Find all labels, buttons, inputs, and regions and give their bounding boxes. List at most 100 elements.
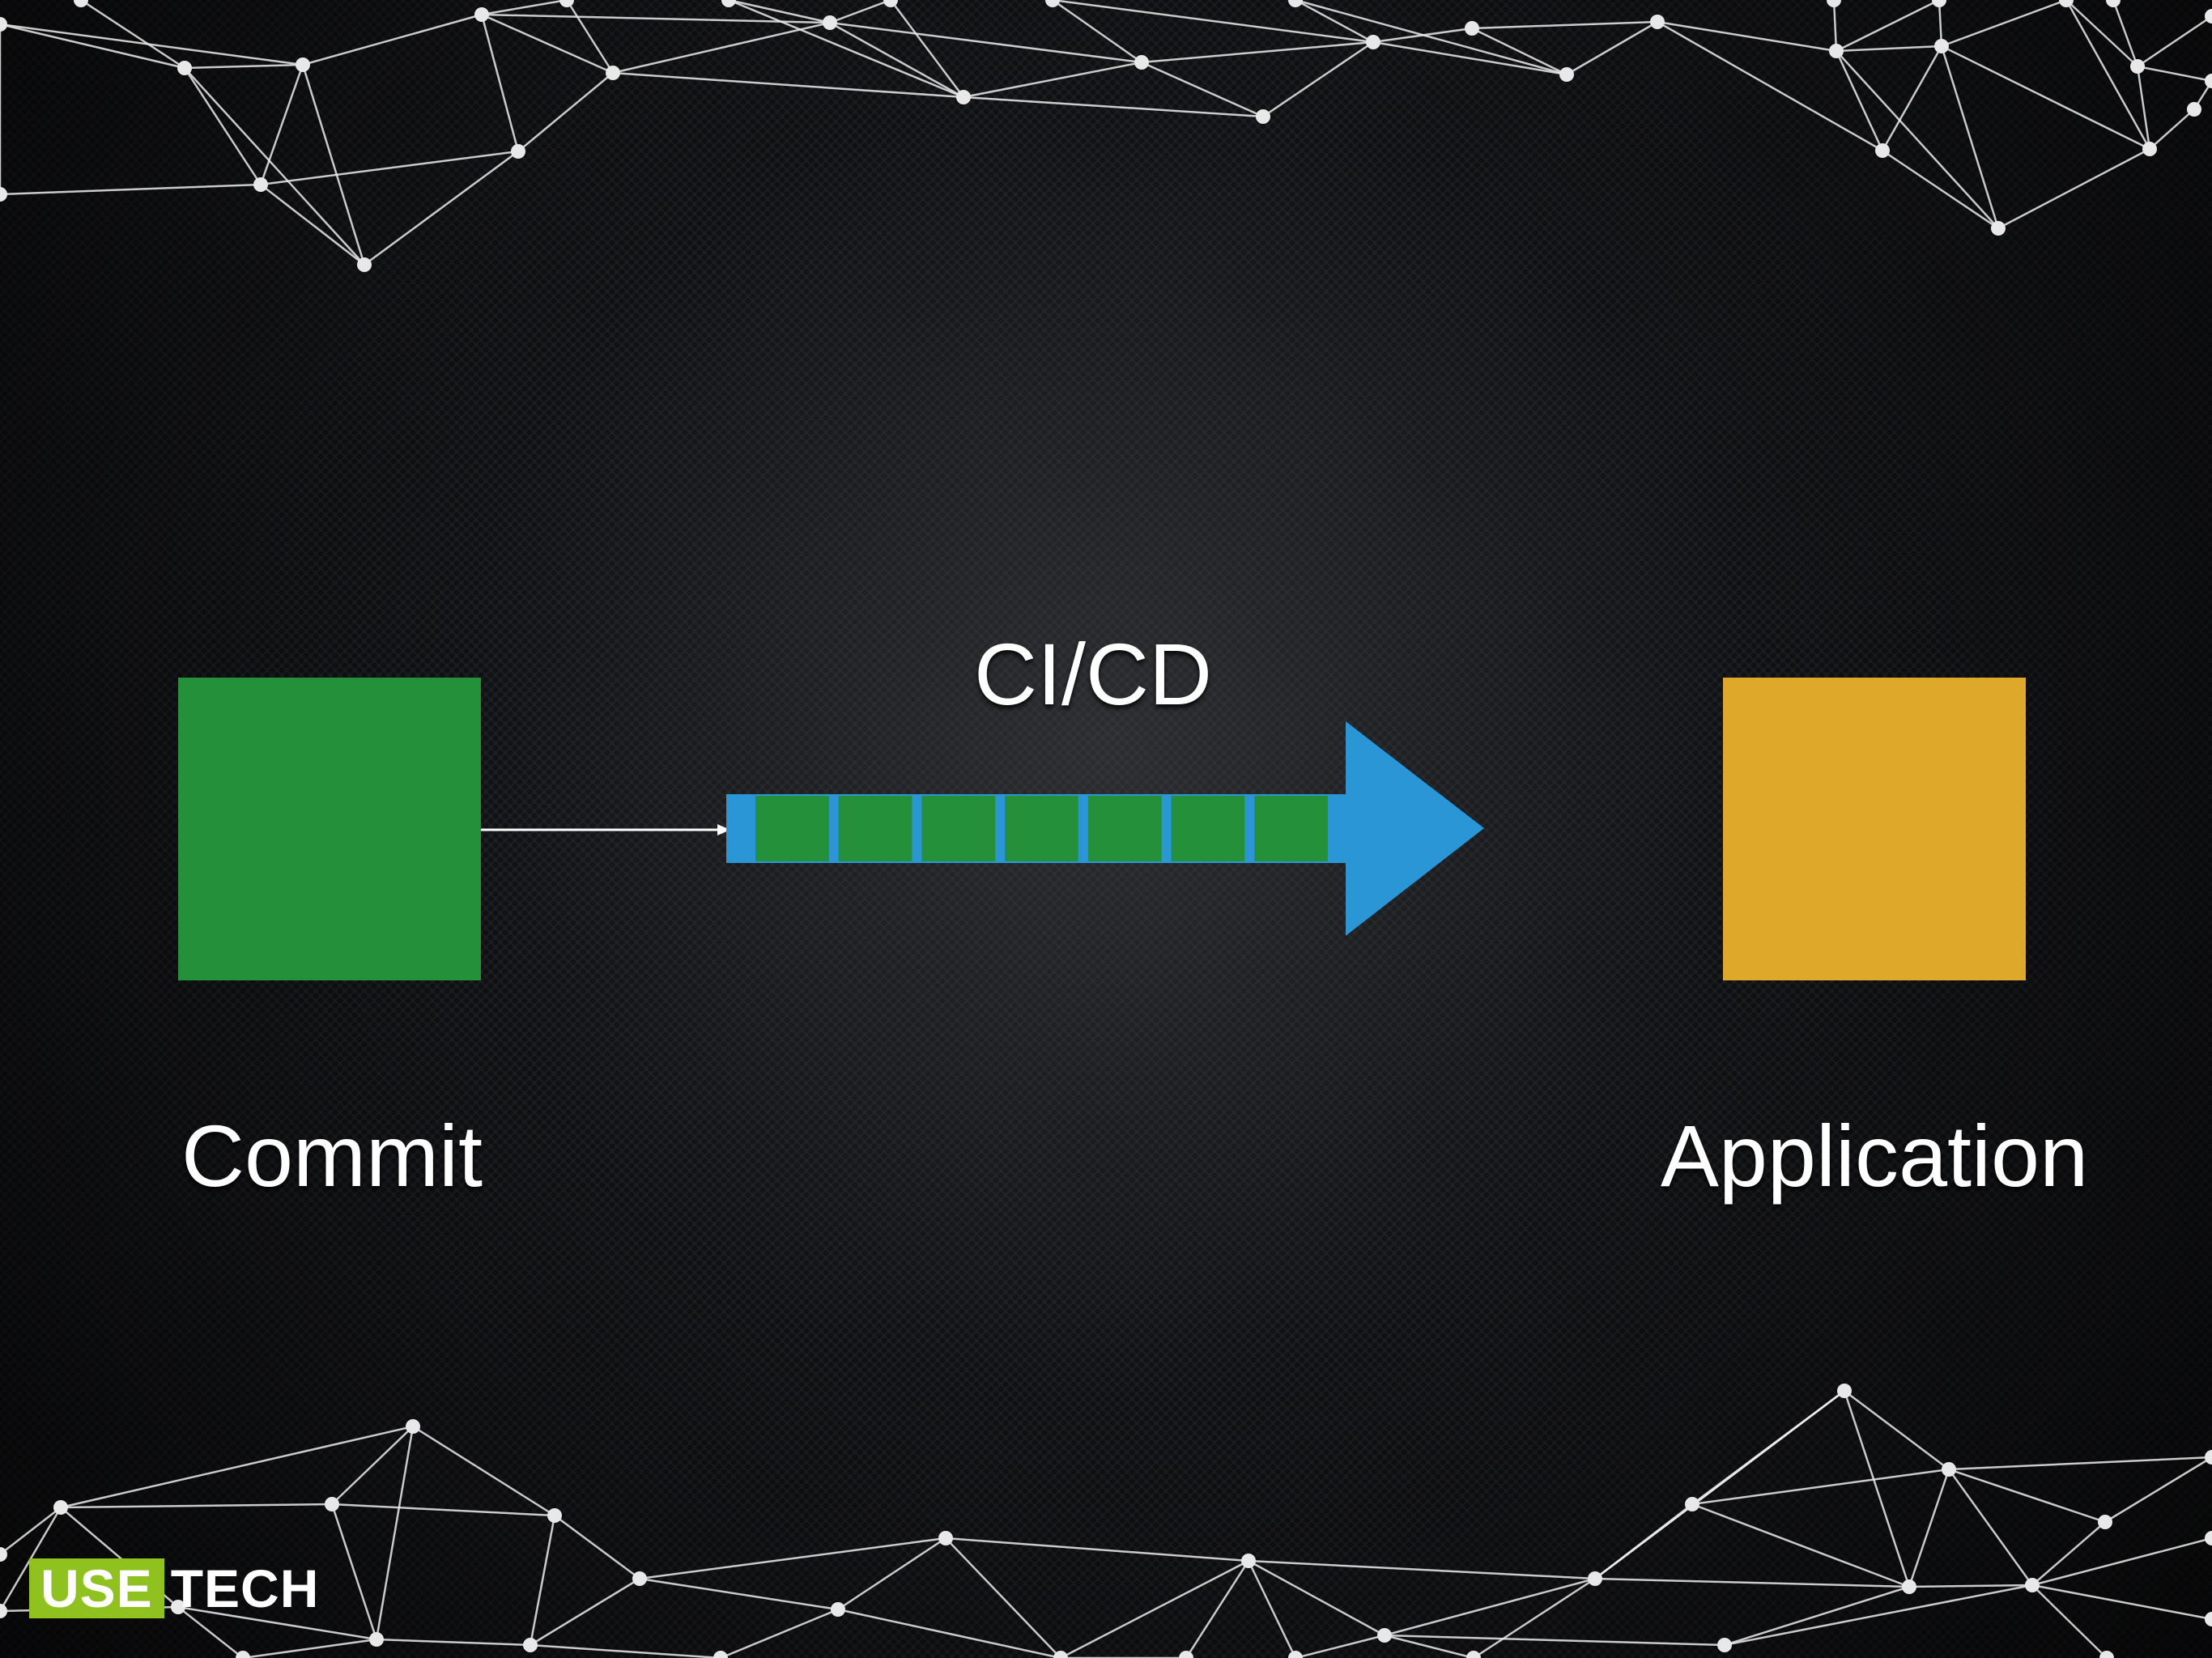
pipeline-stage [755,796,829,861]
network-line [302,13,483,66]
network-node [2098,1515,2112,1529]
network-decoration-top [0,0,2212,272]
network-line [177,1605,377,1641]
network-line [1997,147,2150,230]
network-line [1657,20,1883,152]
network-line [1836,50,1999,229]
network-line [412,1425,555,1517]
network-line [639,1577,839,1611]
network-node [956,90,971,104]
diagram-title: CI/CD [974,625,1212,723]
network-node [2187,102,2201,117]
network-line [612,21,831,74]
network-node [0,1604,7,1618]
network-line [60,1425,414,1509]
network-line [612,71,964,99]
network-line [1941,45,2150,151]
network-node [0,1547,7,1562]
network-line [1384,1634,1725,1647]
network-line [517,72,614,152]
network-node [2205,1531,2212,1545]
network-line [1881,45,1943,151]
network-line [1843,1390,1911,1588]
network-line [1052,0,1142,64]
network-line [1941,0,2067,48]
network-node [1932,0,1946,7]
network-line [529,1515,556,1646]
network-line [639,1537,946,1580]
network-line [1471,20,1658,30]
network-node [523,1638,538,1652]
network-line [1247,1560,1297,1658]
pipeline-stage [838,796,912,861]
network-line [0,23,304,66]
network-node [369,1632,384,1647]
network-node [1559,67,1574,82]
pipeline-stage [1005,796,1078,861]
network-node [2130,59,2145,74]
network-line [1141,40,1374,64]
network-node [1377,1628,1392,1643]
network-line [963,61,1142,99]
network-node [2025,1578,2040,1592]
network-line [565,0,615,74]
network-node [296,57,310,72]
network-line [2065,0,2138,67]
network-line [1141,61,1264,118]
network-node [559,0,574,7]
network-line [1724,1585,1910,1647]
network-line [829,21,1142,64]
network-line [728,0,964,99]
network-line [720,1608,839,1658]
logo-tech-part: TECH [170,1558,320,1618]
network-line [1295,1634,1385,1658]
network-line [260,150,519,186]
network-node [53,1500,68,1515]
network-node [2205,1612,2212,1626]
network-line [242,1638,377,1658]
network-line [259,64,304,185]
network-node [1045,0,1060,7]
network-line [1262,40,1374,118]
network-line [1060,1559,1249,1658]
network-line [963,96,1264,118]
network-line [1295,0,1374,44]
network-line [1566,20,1658,76]
network-node [406,1419,420,1434]
network-line [1295,0,1568,76]
network-line [376,1638,531,1647]
network-line [1724,1584,2033,1647]
network-line [530,1577,640,1647]
network-line [1248,1559,1596,1580]
network-node [1588,1571,1602,1586]
network-line [890,0,964,98]
network-node [1991,221,2006,236]
network-node [2059,0,2074,7]
network-node [1685,1497,1699,1511]
network-line [2112,0,2139,67]
network-node [1829,44,1844,58]
network-line [945,1537,1249,1562]
network-node [1837,1384,1852,1398]
network-line [0,1507,62,1555]
network-line [1384,1577,1596,1637]
connector-arrowhead [717,824,730,835]
network-node [1942,1462,1956,1477]
network-node [1465,21,1479,36]
pipeline-stage [921,796,996,861]
commit-box [178,678,481,980]
network-line [0,23,185,70]
network-node [2099,1651,2114,1658]
network-line [481,13,831,24]
network-node [511,144,525,159]
network-node [606,66,620,80]
network-node [831,1602,845,1617]
network-line [2137,15,2212,68]
network-node [0,17,7,32]
network-node [1934,39,1949,53]
network-line [1657,20,1837,53]
pipeline-stage [1171,796,1245,861]
network-line [2031,1584,2108,1658]
network-line [829,0,891,24]
